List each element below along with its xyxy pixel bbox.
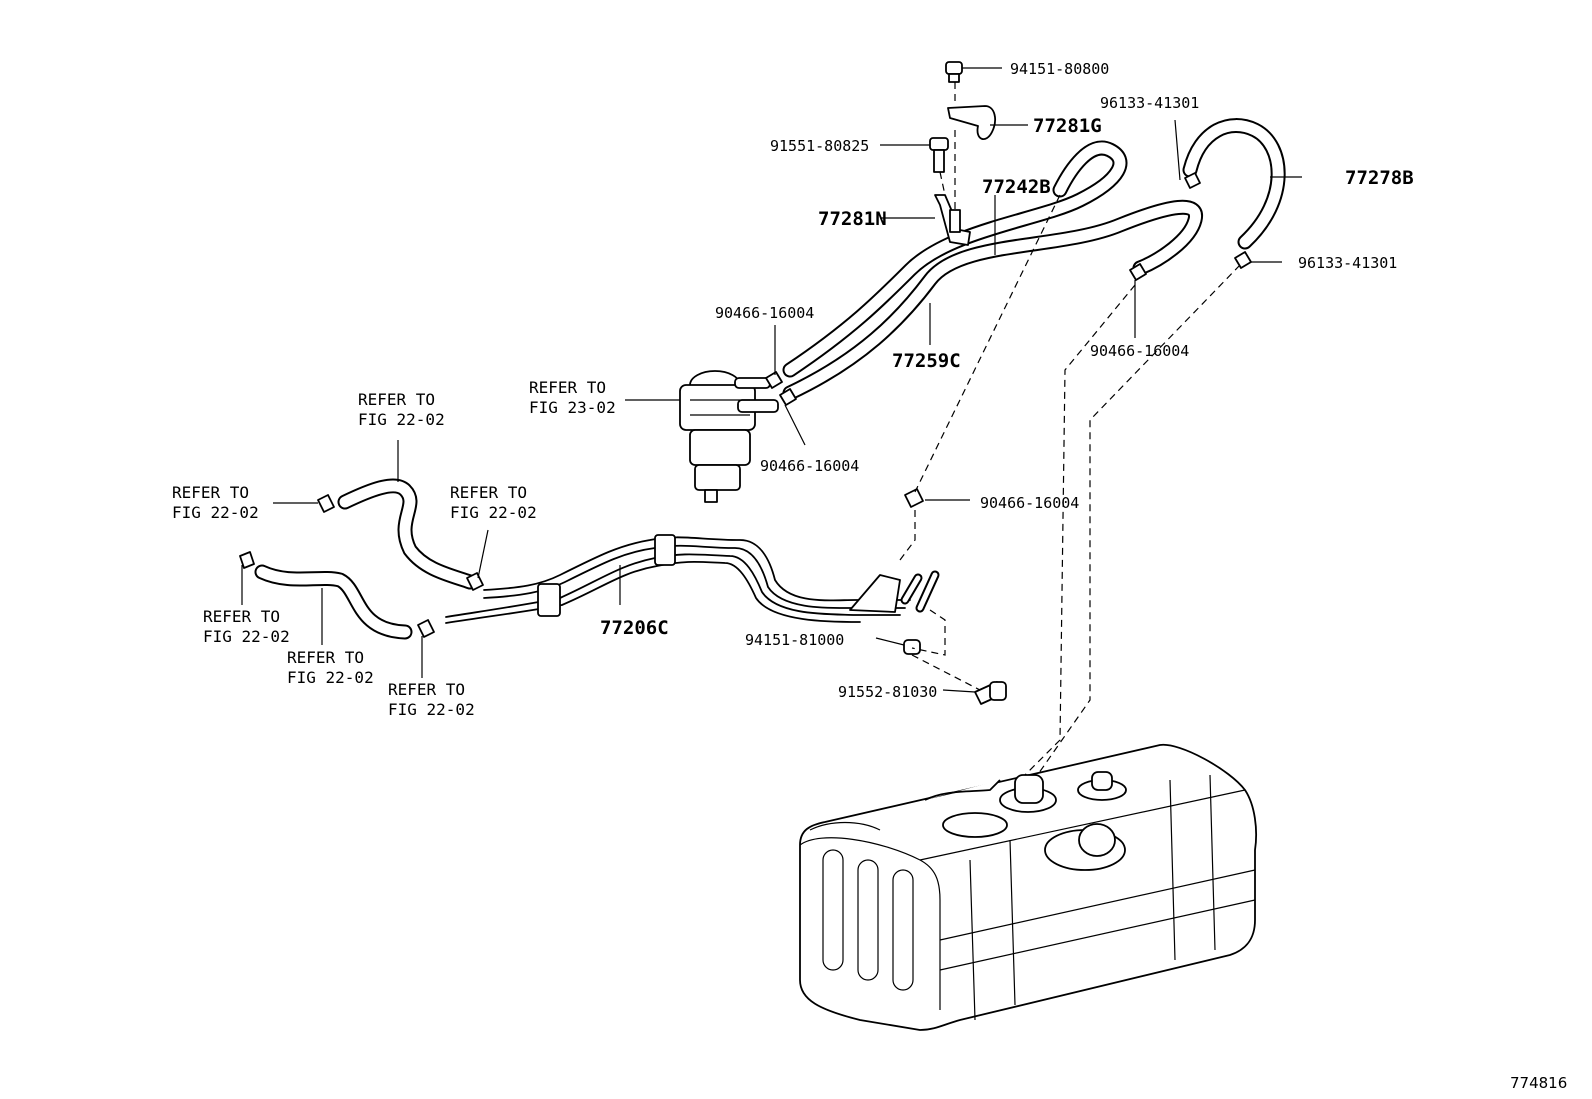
fuel-filter	[679, 370, 779, 503]
label-77242b: 77242B	[982, 176, 1051, 198]
label-77278b: 77278B	[1345, 167, 1414, 189]
ref-b-line2: FIG 22-02	[172, 503, 259, 522]
label-90466-16004-a: 90466-16004	[715, 304, 814, 322]
hose-left-upper	[337, 478, 478, 590]
hose-77259c	[782, 199, 1203, 401]
ref-c-line1: REFER TO	[450, 483, 527, 502]
assembly-lines	[899, 194, 1241, 801]
ref-a-line2: FIG 22-02	[358, 410, 445, 429]
ref-fig23-line2: FIG 23-02	[529, 398, 616, 417]
label-96133-41301-top: 96133-41301	[1100, 94, 1199, 112]
ref-f-line2: FIG 22-02	[388, 700, 475, 719]
label-94151-80800: 94151-80800	[1010, 60, 1109, 78]
diagram-number: 774816	[1510, 1074, 1567, 1092]
hose-77278b	[1182, 118, 1286, 250]
fuel-pipe-77206c	[445, 534, 940, 624]
label-77281g: 77281G	[1033, 115, 1102, 137]
label-90466-16004-c: 90466-16004	[760, 457, 859, 475]
ref-f-line1: REFER TO	[388, 680, 465, 699]
label-77206c: 77206C	[600, 617, 669, 639]
ref-d-line1: REFER TO	[203, 607, 280, 626]
leader-lines	[241, 67, 1302, 693]
bracket-77281n	[934, 194, 971, 246]
clip-77281g	[947, 105, 996, 140]
label-77259c: 77259C	[892, 350, 961, 372]
label-96133-41301-right: 96133-41301	[1298, 254, 1397, 272]
nut-94151-81000	[903, 639, 921, 655]
ref-fig23-line1: REFER TO	[529, 378, 606, 397]
label-91551-80825: 91551-80825	[770, 137, 869, 155]
ref-e-line1: REFER TO	[287, 648, 364, 667]
hose-77242b	[782, 140, 1128, 378]
ref-a-line1: REFER TO	[358, 390, 435, 409]
hose-left-lower	[254, 564, 413, 640]
ref-e-line2: FIG 22-02	[287, 668, 374, 687]
nut-94151-80800	[945, 61, 963, 83]
ref-c-line2: FIG 22-02	[450, 503, 537, 522]
label-77281n: 77281N	[818, 208, 887, 230]
label-90466-16004-d: 90466-16004	[980, 494, 1079, 512]
bolt-91552-81030	[974, 681, 1007, 705]
label-91552-81030: 91552-81030	[838, 683, 937, 701]
label-94151-81000: 94151-81000	[745, 631, 844, 649]
fuel-tank	[799, 744, 1258, 1031]
ref-d-line2: FIG 22-02	[203, 627, 290, 646]
ref-b-line1: REFER TO	[172, 483, 249, 502]
label-90466-16004-b: 90466-16004	[1090, 342, 1189, 360]
bolt-91551-80825	[929, 137, 949, 173]
